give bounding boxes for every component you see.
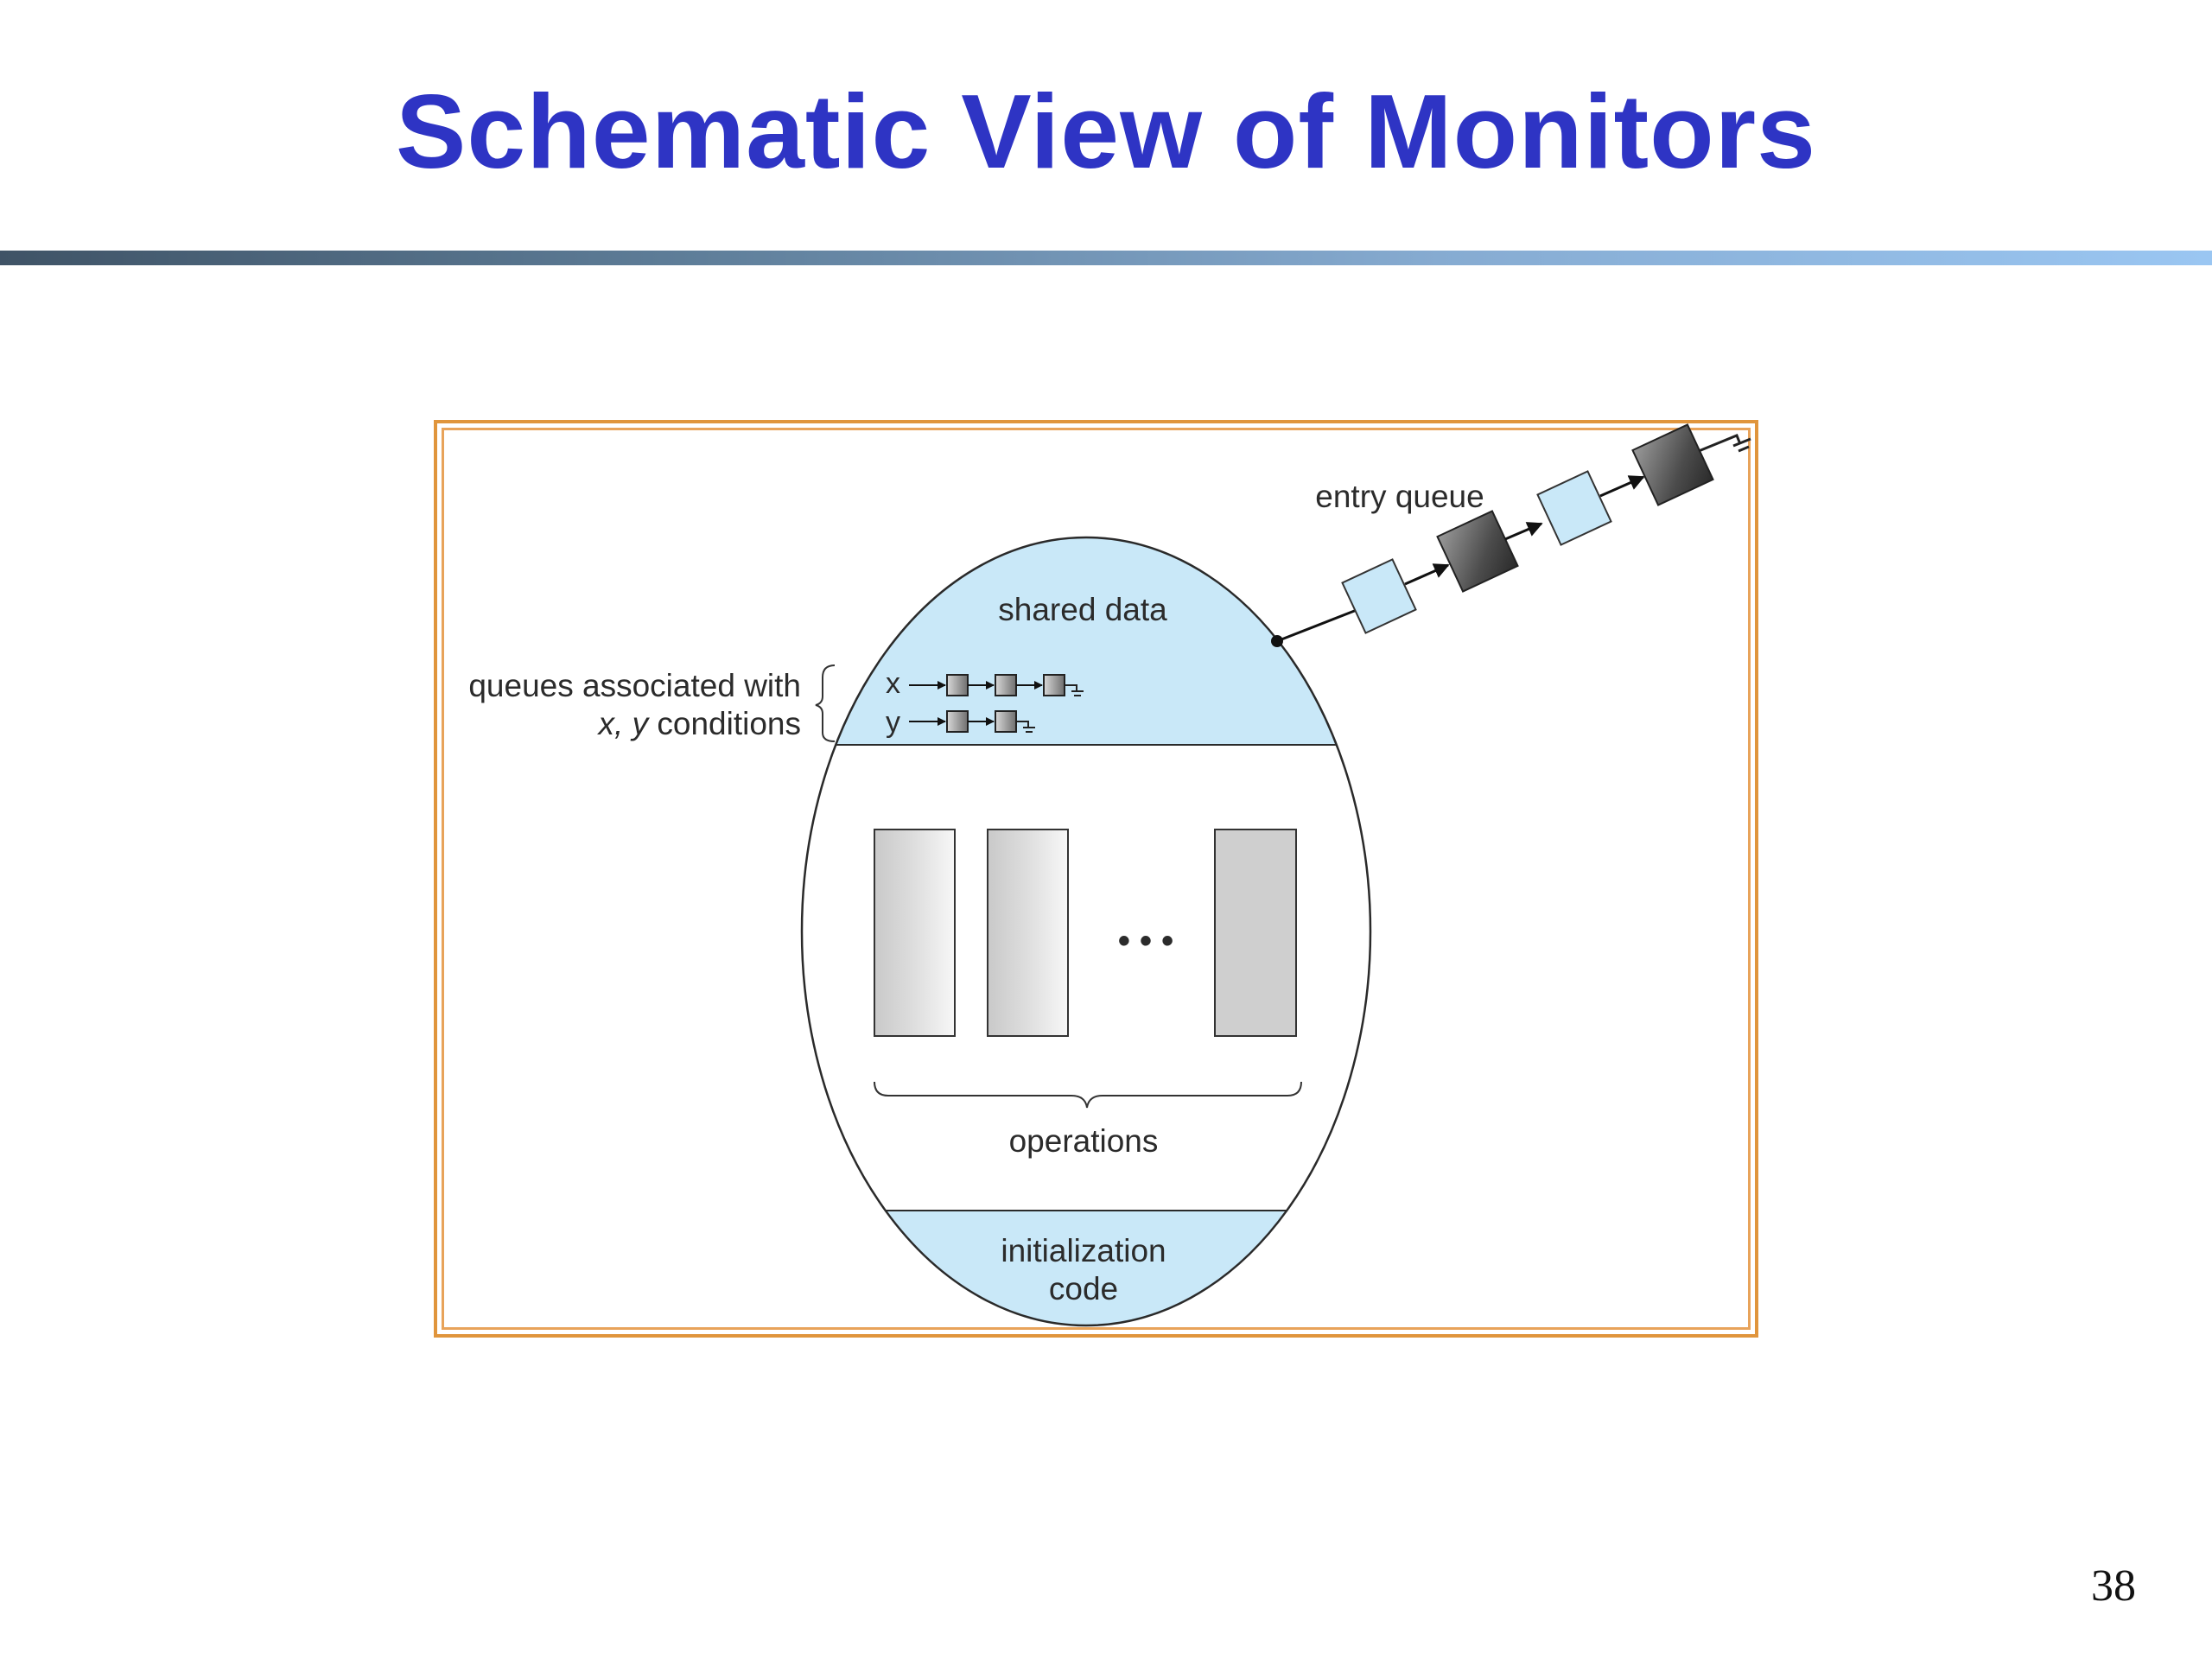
slide-title: Schematic View of Monitors xyxy=(396,73,1816,190)
operations-brace-icon xyxy=(874,1081,1302,1109)
page-number: 38 xyxy=(2091,1561,2136,1611)
entry-queue-node xyxy=(1341,558,1417,634)
entry-queue-node xyxy=(1631,423,1714,506)
operations-ellipsis: • • • xyxy=(1118,922,1173,960)
x-queue-node xyxy=(1043,674,1065,696)
x-queue-node xyxy=(946,674,969,696)
operation-bar xyxy=(874,829,956,1037)
title-divider xyxy=(0,251,2212,265)
entry-queue-node xyxy=(1436,510,1519,593)
x-queue-node xyxy=(995,674,1017,696)
shared-data-label: shared data xyxy=(998,592,1167,627)
y-condition-label: y xyxy=(886,706,900,739)
operation-bar xyxy=(1214,829,1297,1037)
initialization-label-line2: code xyxy=(1049,1271,1118,1306)
shared-data-region xyxy=(802,537,1370,745)
condition-queues: x y xyxy=(886,667,1084,739)
queues-label-vars: x, y xyxy=(597,706,651,741)
operation-bar xyxy=(987,829,1069,1037)
y-queue-node xyxy=(946,710,969,733)
entry-queue xyxy=(1271,423,1751,647)
x-condition-label: x xyxy=(886,667,900,700)
monitor-ellipse xyxy=(800,536,1372,1327)
entry-queue-label: entry queue xyxy=(1315,479,1484,514)
y-queue-node xyxy=(995,710,1017,733)
x-queue-ground-icon xyxy=(1065,684,1084,696)
y-queue-ground-icon xyxy=(1016,721,1035,733)
entry-queue-node xyxy=(1536,470,1612,546)
operations-label: operations xyxy=(1009,1123,1159,1159)
queues-brace-icon xyxy=(815,664,836,742)
queues-label-rest: conditions xyxy=(648,706,801,741)
entry-queue-ground-icon xyxy=(1698,434,1751,453)
initialization-label-line1: initialization xyxy=(1001,1233,1166,1268)
queues-label-line2: x, y conditions xyxy=(597,706,801,741)
queues-label-line1: queues associated with xyxy=(468,668,801,703)
